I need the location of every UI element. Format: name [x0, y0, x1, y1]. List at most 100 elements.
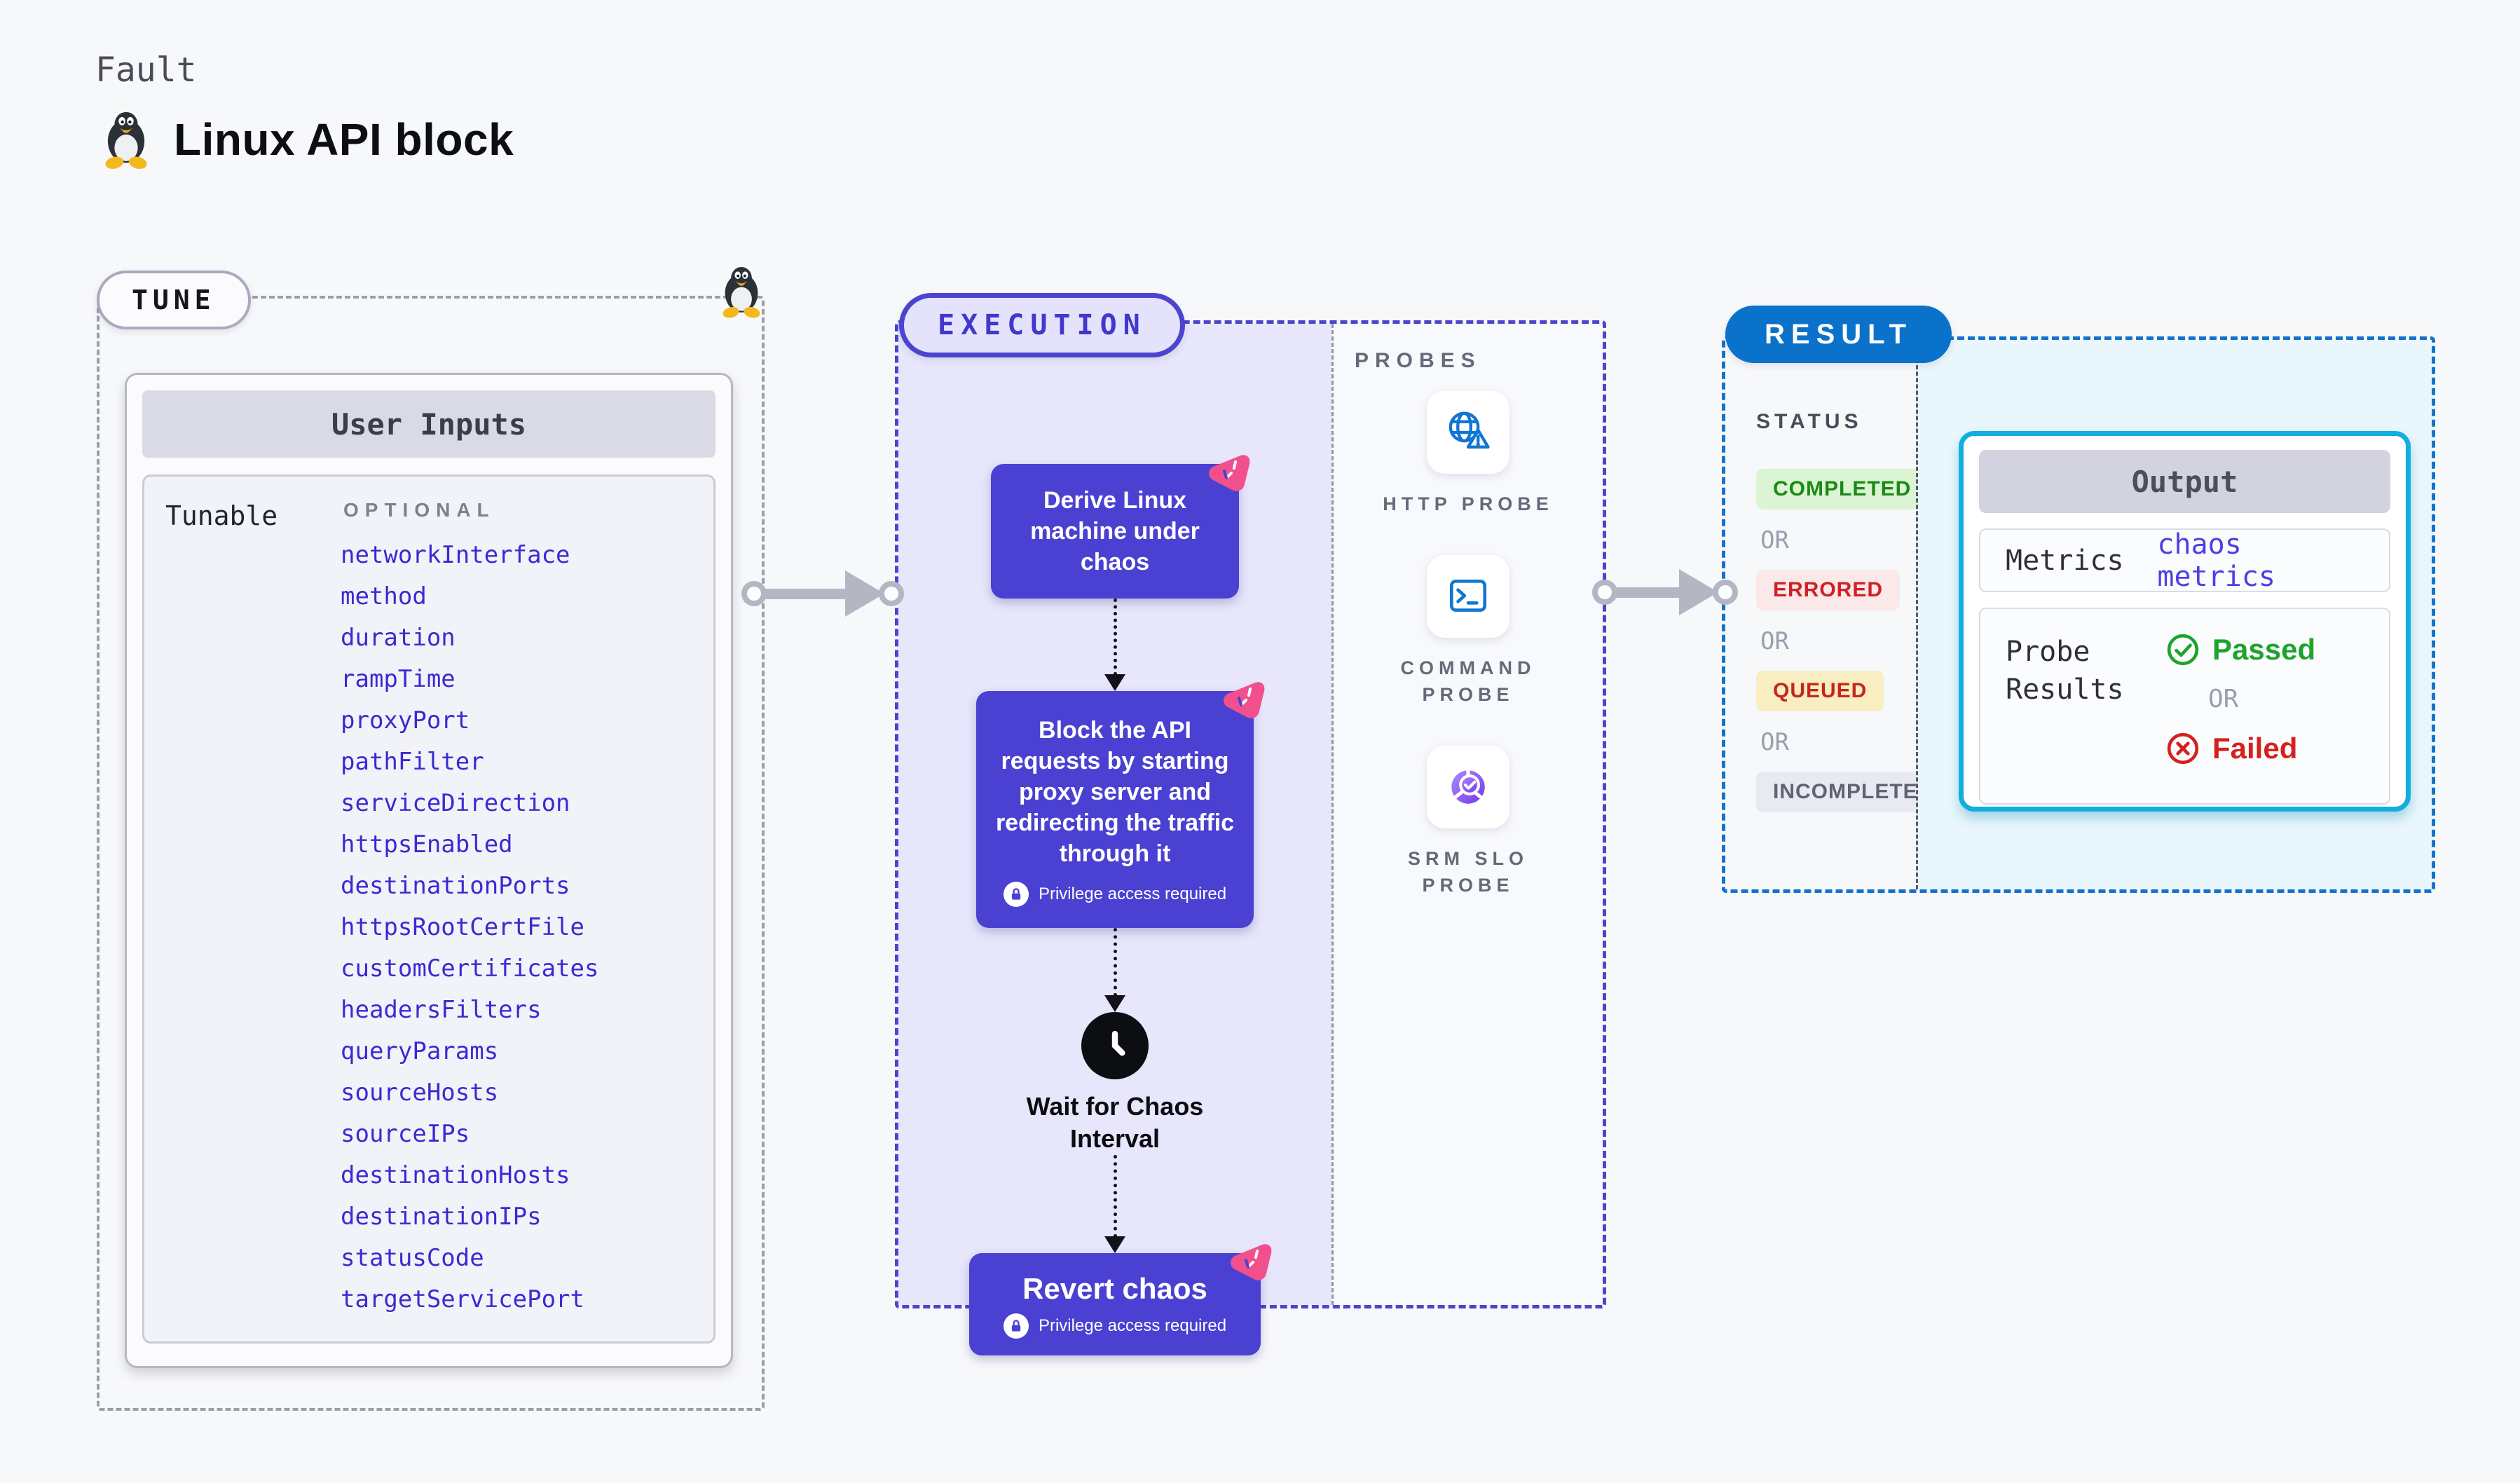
- connector-dot: [1592, 580, 1617, 605]
- slo-pie-check-icon: [1451, 767, 1485, 804]
- chaos-icon: [1222, 681, 1266, 720]
- tune-section-box: [97, 296, 765, 1411]
- arrow-down-icon: [1104, 674, 1125, 691]
- param-item: pathFilter: [341, 747, 484, 776]
- globe-alert-icon: [1449, 411, 1490, 449]
- arrow-shaft: [1615, 587, 1682, 598]
- chaos-icon: [1207, 453, 1252, 493]
- http-probe-card: [1427, 391, 1509, 474]
- metrics-value: chaos metrics: [2157, 528, 2275, 593]
- param-item: destinationIPs: [341, 1202, 542, 1231]
- connector-dot: [741, 581, 767, 606]
- derive-step-text: Derive Linux machine under chaos: [1030, 487, 1200, 575]
- chaos-icon: [1229, 1243, 1273, 1282]
- param-item: duration: [341, 623, 456, 652]
- output-title: Output: [1979, 450, 2390, 513]
- tune-pill: TUNE: [97, 271, 251, 329]
- command-probe-card: [1427, 555, 1509, 638]
- param-item: httpsEnabled: [341, 830, 513, 859]
- param-item: sourceHosts: [341, 1078, 499, 1107]
- execution-to-result-arrow: [1592, 569, 1738, 615]
- output-card: Output Metrics chaos metrics Probe Resul…: [1959, 431, 2411, 812]
- status-badge-errored: ERRORED: [1756, 570, 1901, 610]
- probe-label: SRM SLO PROBE: [1407, 848, 1528, 896]
- flow-connector: [1104, 928, 1125, 1012]
- probe-item-srm-slo: SRM SLO PROBE: [1377, 746, 1559, 898]
- failed-line: Failed: [2166, 732, 2315, 765]
- probe-label: HTTP PROBE: [1383, 493, 1554, 514]
- page-title-row: Linux API block: [100, 107, 514, 172]
- revert-step-box: Revert chaos Privilege access required: [969, 1243, 1273, 1355]
- user-inputs-title: User Inputs: [142, 390, 715, 458]
- page-title: Linux API block: [174, 114, 514, 165]
- param-item: statusCode: [341, 1243, 484, 1272]
- probe-results-row: Probe Results Passed OR: [1979, 608, 2390, 805]
- output-panel: Output Metrics chaos metrics Probe Resul…: [1916, 340, 2432, 889]
- param-column: OPTIONAL networkInterface method duratio…: [341, 495, 598, 1341]
- privilege-label: Privilege access required: [1038, 1316, 1227, 1335]
- revert-step-text: Revert chaos: [1022, 1272, 1207, 1305]
- metrics-row: Metrics chaos metrics: [1979, 528, 2390, 593]
- linux-tux-corner-icon: [721, 266, 762, 320]
- or-label: OR: [1760, 627, 1789, 655]
- terminal-icon: [1449, 580, 1487, 612]
- param-item: proxyPort: [341, 706, 470, 734]
- probes-panel: PROBES HTTP PROBE: [1331, 324, 1603, 1305]
- probe-item-http: HTTP PROBE: [1377, 391, 1559, 517]
- status-column: STATUS COMPLETED OR ERRORED OR QUEUED OR…: [1725, 340, 1951, 889]
- user-inputs-card: User Inputs Tunable OPTIONAL networkInte…: [125, 373, 733, 1368]
- user-inputs-table: Tunable OPTIONAL networkInterface method…: [142, 474, 715, 1344]
- result-pill: RESULT: [1725, 306, 1952, 363]
- page-kicker: Fault: [95, 50, 197, 90]
- or-label: OR: [2208, 685, 2239, 713]
- param-item: method: [341, 582, 427, 610]
- flow-connector: [1104, 599, 1125, 691]
- param-item: httpsRootCertFile: [341, 913, 584, 941]
- optional-label: OPTIONAL: [343, 499, 495, 521]
- privilege-label: Privilege access required: [1038, 884, 1227, 903]
- block-step-box: Block the API requests by starting proxy…: [976, 681, 1266, 928]
- metrics-label: Metrics: [2006, 544, 2124, 577]
- lock-icon: [1003, 1313, 1029, 1339]
- probes-title: PROBES: [1355, 349, 1481, 372]
- status-title: STATUS: [1756, 410, 1863, 433]
- or-label: OR: [1760, 526, 1789, 554]
- or-label: OR: [1760, 728, 1789, 756]
- arrow-head: [845, 570, 884, 617]
- param-item: queryParams: [341, 1037, 499, 1065]
- result-section-box: STATUS COMPLETED OR ERRORED OR QUEUED OR…: [1722, 336, 2435, 893]
- param-item: sourceIPs: [341, 1119, 470, 1148]
- arrow-head: [1679, 569, 1718, 615]
- clock-icon: [1081, 1012, 1149, 1079]
- derive-step-box: Derive Linux machine under chaos: [991, 453, 1252, 599]
- linux-tux-icon: [104, 111, 149, 171]
- privilege-badge: Privilege access required: [990, 882, 1240, 907]
- param-item: targetServicePort: [341, 1285, 584, 1313]
- param-item: networkInterface: [341, 540, 570, 569]
- execution-pill: EXECUTION: [899, 293, 1185, 357]
- passed-label: Passed: [2212, 633, 2316, 666]
- status-badge-queued: QUEUED: [1756, 671, 1884, 711]
- srm-slo-probe-card: [1427, 746, 1509, 828]
- connector-dot: [879, 581, 904, 606]
- param-item: headersFilters: [341, 995, 542, 1024]
- check-circle-icon: [2167, 634, 2199, 666]
- execution-flow-area: Derive Linux machine under chaos Block t…: [898, 324, 1331, 1355]
- probe-label: COMMAND PROBE: [1400, 657, 1536, 705]
- param-item: destinationHosts: [341, 1161, 570, 1189]
- wait-step-text: Wait for Chaos Interval: [1026, 1092, 1204, 1153]
- connector-dot: [1713, 580, 1738, 605]
- arrow-down-icon: [1104, 995, 1125, 1012]
- param-item: rampTime: [341, 664, 456, 693]
- failed-label: Failed: [2212, 732, 2298, 765]
- param-item: customCertificates: [341, 954, 599, 983]
- param-item: serviceDirection: [341, 788, 570, 817]
- tune-to-execution-arrow: [741, 570, 904, 617]
- execution-section-box: Derive Linux machine under chaos Block t…: [895, 320, 1606, 1355]
- privilege-badge: Privilege access required: [983, 1313, 1247, 1339]
- tunable-row-label: Tunable: [165, 500, 278, 531]
- passed-line: Passed: [2166, 633, 2315, 667]
- x-circle-icon: [2167, 732, 2199, 765]
- lock-icon: [1003, 882, 1029, 907]
